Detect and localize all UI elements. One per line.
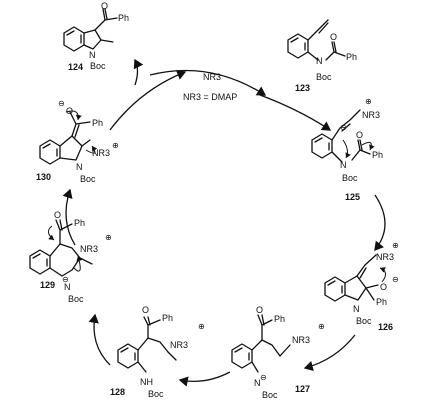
- c124-o: O: [101, 1, 108, 11]
- arrow-123-into-cycle: [259, 94, 332, 131]
- c124-ph: Ph: [118, 13, 129, 23]
- c130-o: O: [66, 106, 73, 116]
- c126-boc: Boc: [356, 316, 372, 326]
- compound-number-123: 123: [295, 83, 310, 93]
- c129-plus: ⊕: [105, 233, 112, 242]
- c128-boc: Boc: [148, 389, 164, 399]
- c128-plus: ⊕: [198, 322, 205, 331]
- arrow-127-to-128: [178, 371, 231, 387]
- arrow-130-to-nr3: [109, 70, 187, 131]
- c128-o: O: [142, 305, 149, 315]
- c127-boc: Boc: [262, 390, 278, 400]
- c127-n: N: [254, 378, 261, 388]
- c128-ph: Ph: [162, 313, 173, 323]
- c129-minus: ⊖: [62, 275, 69, 284]
- c130-minus: ⊖: [58, 99, 65, 108]
- c129-ph: Ph: [74, 218, 85, 228]
- c127-nr3: NR3: [292, 335, 310, 345]
- c123-o: O: [330, 32, 337, 42]
- arrow-125-to-126: [374, 194, 386, 252]
- cycle-arrows: [62, 58, 386, 387]
- compound-number-127: 127: [295, 384, 310, 394]
- c130-plus: ⊕: [112, 141, 119, 150]
- c126-plus: ⊕: [392, 241, 399, 250]
- c127-ph: Ph: [274, 314, 285, 324]
- arrow-129-to-130: [62, 188, 76, 246]
- c125-boc: Boc: [342, 173, 358, 183]
- c126-n: N: [353, 304, 360, 314]
- c130-ph: Ph: [92, 118, 103, 128]
- c127-plus: ⊕: [318, 322, 325, 331]
- compound-number-126: 126: [378, 322, 393, 332]
- compound-123: N O Ph Boc 123: [287, 19, 357, 93]
- compound-number-129: 129: [40, 280, 55, 290]
- compound-number-124: 124: [68, 62, 83, 72]
- arrow-to-124: [133, 58, 144, 86]
- c123-ph: Ph: [346, 52, 357, 62]
- compound-129: ⊕ ⊖ O Ph NR3 N Boc 129: [29, 210, 112, 304]
- c125-nr3: NR3: [362, 110, 380, 120]
- c129-o: O: [54, 210, 61, 220]
- c126-nr3: NR3: [376, 252, 394, 262]
- compound-126: ⊕ ⊖ NR3 O Ph N Boc 126: [324, 241, 399, 332]
- c130-boc: Boc: [80, 174, 96, 184]
- compound-number-125: 125: [345, 192, 360, 202]
- c126-ph: Ph: [376, 297, 387, 307]
- compound-number-130: 130: [36, 172, 51, 182]
- c125-n: N: [340, 160, 347, 170]
- arrow-128-to-129: [88, 313, 111, 366]
- compound-number-128: 128: [110, 387, 125, 397]
- c126-o: O: [380, 282, 387, 292]
- compound-125: ⊕ ⊖ NR3 O Ph N Boc 125: [311, 97, 383, 202]
- c125-ph: Ph: [372, 150, 383, 160]
- c129-boc: Boc: [68, 294, 84, 304]
- compound-130: ⊖ ⊕ O Ph NR3 N Boc 130: [36, 99, 119, 184]
- c124-boc: Boc: [90, 61, 106, 71]
- compound-128: ⊕ O Ph NR3 NH Boc 128: [110, 305, 205, 399]
- c129-nr3: NR3: [80, 244, 98, 254]
- c128-nr3: NR3: [170, 340, 188, 350]
- c130-n: N: [76, 162, 83, 172]
- compound-124: O Ph N Boc 124: [63, 1, 129, 72]
- c125-o: O: [356, 130, 363, 140]
- c130-nr3: NR3: [92, 148, 110, 158]
- c126-minus: ⊖: [392, 275, 399, 284]
- c123-n: N: [316, 56, 323, 66]
- c125-plus: ⊕: [365, 97, 372, 106]
- arrow-126-to-127: [303, 334, 356, 372]
- arrow-nr3-to-125: [149, 69, 267, 96]
- reagent-definition: NR3 = DMAP: [183, 92, 237, 102]
- c127-minus: ⊖: [260, 373, 267, 382]
- c129-n: N: [64, 282, 71, 292]
- c128-nh: NH: [140, 377, 153, 387]
- reagent-label: NR3: [203, 72, 221, 82]
- compound-127: ⊕ ⊖ O Ph NR3 N Boc 127: [231, 305, 325, 400]
- c127-o: O: [256, 305, 263, 315]
- c125-minus: ⊖: [340, 123, 347, 132]
- c124-n: N: [89, 50, 96, 60]
- c123-boc: Boc: [316, 72, 332, 82]
